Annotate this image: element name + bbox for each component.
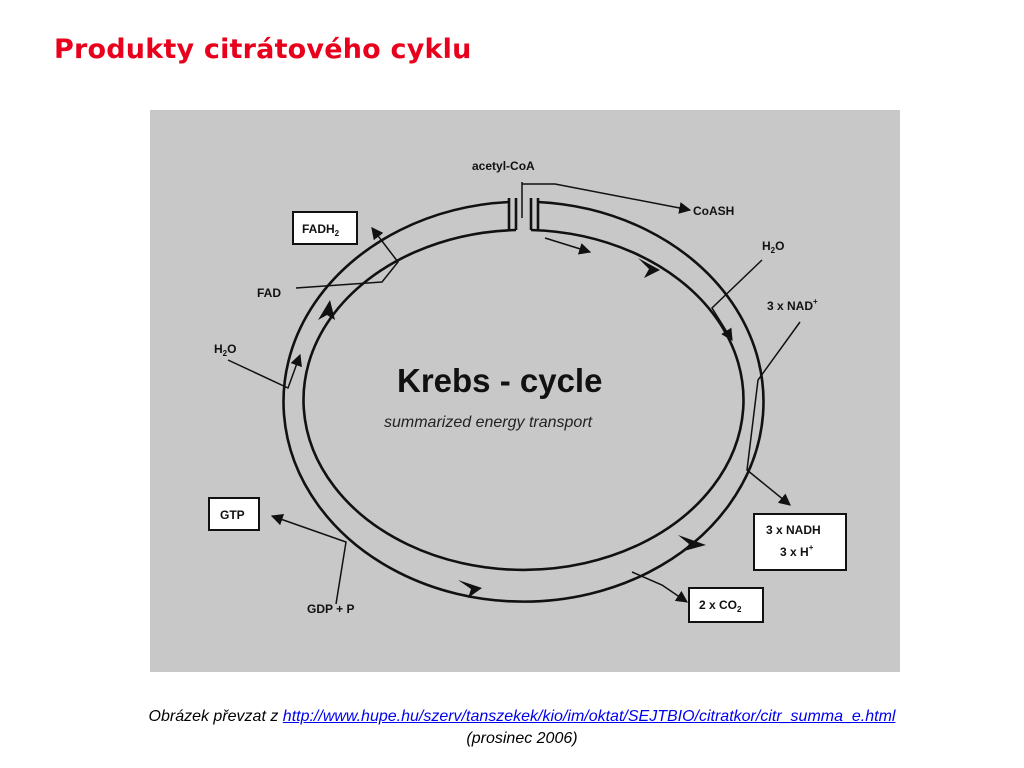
- gtp-label: GTP: [220, 508, 245, 522]
- coash-label: CoASH: [693, 204, 734, 218]
- nadh-arrow: [746, 321, 801, 506]
- caption-date: (prosinec 2006): [466, 730, 578, 747]
- fadh2-arrow: [295, 227, 399, 289]
- krebs-cycle-diagram: acetyl-CoA CoASH H2O 3 x NAD+ 3 x NADH 3…: [150, 110, 900, 672]
- source-link[interactable]: http://www.hupe.hu/szerv/tanszekek/kio/i…: [282, 708, 896, 725]
- entry-arrow: [544, 237, 592, 255]
- fad-label: FAD: [257, 286, 281, 300]
- acetyl-coa-label: acetyl-CoA: [472, 159, 535, 173]
- slide-title: Produkty citrátového cyklu: [54, 34, 472, 65]
- h2o-left-arrow: [227, 353, 302, 390]
- fadh2-box: [292, 211, 358, 245]
- caption-source-line: Obrázek převzat z http://www.hupe.hu/sze…: [0, 706, 1024, 728]
- co2-arrow: [631, 571, 688, 603]
- nadh-box: [753, 513, 847, 571]
- fadh2-label: FADH2: [302, 222, 340, 238]
- image-caption: Obrázek převzat z http://www.hupe.hu/sze…: [0, 706, 1024, 750]
- gtp-box: [208, 497, 260, 531]
- chevron-bottom-right: [678, 535, 706, 551]
- nadh-label: 3 x NADH: [766, 523, 821, 537]
- gdp-p-label: GDP + P: [307, 602, 354, 616]
- co2-box: [688, 587, 764, 623]
- coash-arrow: [522, 183, 692, 214]
- chevron-top-right: [638, 258, 660, 278]
- outer-ring: [282, 200, 765, 603]
- caption-prefix: Obrázek převzat z: [148, 708, 283, 725]
- chevron-left-upper: [318, 300, 335, 320]
- nad-label: 3 x NAD+: [767, 297, 818, 313]
- chevron-bottom: [458, 580, 482, 598]
- h2o-right-arrow: [711, 259, 763, 342]
- diagram-title: Krebs - cycle: [397, 362, 602, 399]
- inner-ring: [302, 228, 745, 572]
- cycle-ring: [282, 200, 765, 603]
- co2-label: 2 x CO2: [699, 598, 742, 614]
- gtp-arrow: [270, 513, 347, 605]
- acetyl-coa-entry: [507, 182, 540, 230]
- h2o-right-label: H2O: [762, 239, 784, 255]
- h2o-left-label: H2O: [214, 342, 236, 358]
- direction-chevrons: [318, 258, 706, 598]
- flow-arrows: [227, 183, 801, 605]
- h-plus-label: 3 x H+: [780, 543, 814, 559]
- diagram-subtitle: summarized energy transport: [384, 414, 593, 431]
